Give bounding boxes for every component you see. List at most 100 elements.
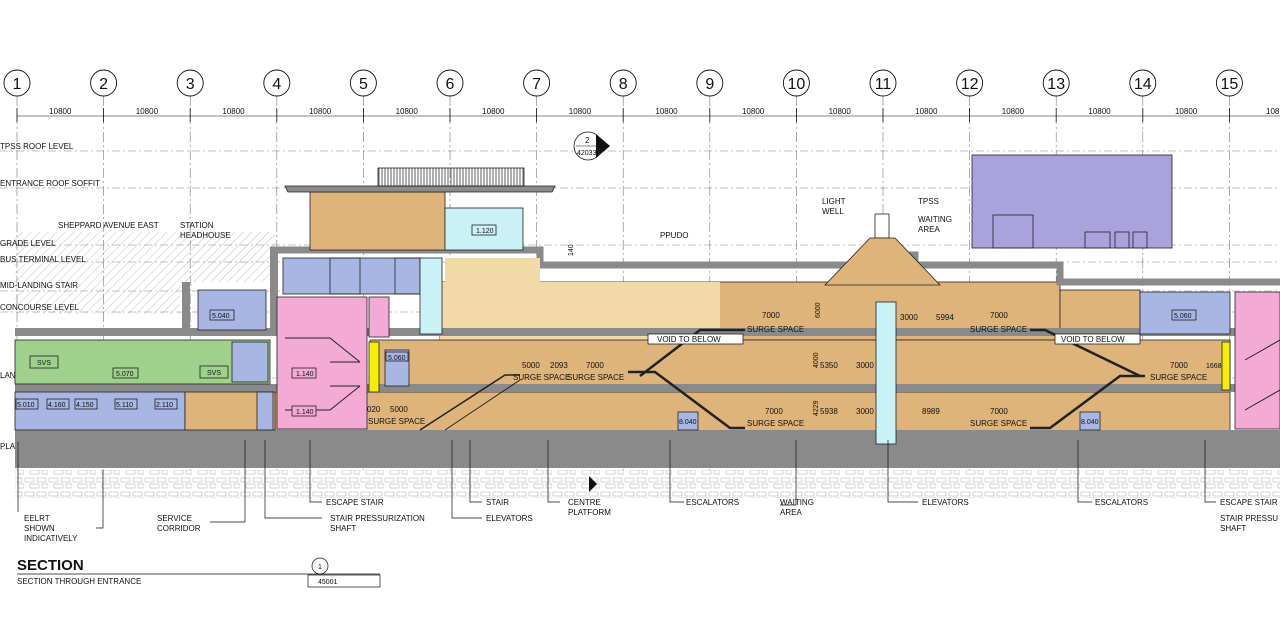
surge-landing-b: SURGE SPACE [567, 373, 624, 382]
sheppard-label: SHEPPARD AVENUE EAST [58, 221, 159, 230]
bay-dim-8: 10800 [655, 107, 678, 116]
room-4160-label: 4.160 [48, 402, 66, 409]
grid-label-11: 11 [875, 76, 892, 93]
waiting-area-1: WAITING [780, 498, 814, 507]
waiting-area-2: AREA [780, 508, 802, 517]
escalators-right-label: ESCALATORS [1095, 498, 1148, 507]
waiting-top-label-2: AREA [918, 225, 940, 234]
grid-bubble-10 [782, 69, 810, 97]
room-5070-box [112, 367, 139, 379]
svs-label-a: SVS [37, 360, 51, 367]
ground-fill [15, 470, 1280, 498]
void-left-label: VOID TO BELOW [657, 335, 721, 344]
callout-number: 2 [585, 136, 590, 145]
bay-dim-6: 10800 [482, 107, 505, 116]
surge-platform-c: SURGE SPACE [970, 419, 1027, 428]
svs-box-b [199, 365, 229, 379]
room-5040-box [209, 309, 235, 321]
room-5010-box [15, 398, 39, 410]
surge-landing-r: SURGE SPACE [1150, 373, 1207, 382]
room-1140a-label: 1.140 [296, 371, 314, 378]
dim-7000-platform-b: 7000 [990, 407, 1008, 416]
elevators-right-label: ELEVATORS [922, 498, 969, 507]
grid-bubble-1 [3, 69, 31, 97]
landing-zone [369, 339, 1231, 393]
escalator-right-upper [1030, 328, 1141, 378]
escape-stair-right: ESCAPE STAIR [1220, 498, 1278, 507]
headhouse-roof [284, 185, 556, 193]
bay-dim-13: 10800 [1088, 107, 1111, 116]
bay-dim-7: 10800 [569, 107, 592, 116]
grid-bubble-9 [696, 69, 724, 97]
bay-dim-14: 10800 [1175, 107, 1198, 116]
grid-bubble-2 [90, 69, 118, 97]
grid-bubble-7 [523, 69, 551, 97]
dim-3000-a: 3000 [900, 313, 918, 322]
service-corridor-1: SERVICE [157, 514, 192, 523]
ppudo-label: PPUDO [660, 231, 688, 240]
bay-dim-12: 10800 [1002, 107, 1025, 116]
room-8040b-label: 8.040 [1081, 419, 1099, 426]
room-5070-label: 5.070 [116, 371, 134, 378]
surge-landing-a: SURGE SPACE [513, 373, 570, 382]
room-5040-label: 5.040 [212, 313, 230, 320]
dim-3000-c: 3000 [856, 407, 874, 416]
dim-140: 140 [568, 244, 575, 256]
room-5110-label: 5.110 [116, 402, 133, 409]
grid-label-7: 7 [532, 76, 541, 93]
bus-room-div [329, 257, 361, 295]
bay-dim-4: 10800 [309, 107, 332, 116]
eelrt-label-2: SHOWN [24, 524, 55, 533]
svs-label-b: SVS [207, 370, 221, 377]
section-subtitle: SECTION THROUGH ENTRANCE [17, 577, 141, 586]
room-2110-box [154, 398, 178, 410]
light-well-label-2: WELL [822, 207, 844, 216]
eelrt-label-1: EELRT [24, 514, 50, 523]
grid-label-5: 5 [359, 76, 368, 93]
landing-slab [15, 384, 1280, 392]
bay-dim-11: 10800 [915, 107, 938, 116]
bus-tan-light [445, 258, 540, 282]
room-5060a-box [385, 351, 409, 362]
grid-label-2: 2 [99, 76, 108, 93]
light-well-funnel [824, 237, 941, 286]
grid-label-12: 12 [961, 76, 979, 93]
grid-label-3: 3 [186, 76, 195, 93]
stair-label: STAIR [486, 498, 509, 507]
bay-dim-1: 10800 [49, 107, 72, 116]
dim-concourse-7000-b: 7000 [990, 311, 1008, 320]
grid-bubble-3 [176, 69, 204, 97]
tpss-door-c [1114, 231, 1130, 249]
room-4160-box [46, 398, 70, 410]
callout-sheet: 42033 [577, 150, 597, 157]
void-right-label: VOID TO BELOW [1061, 335, 1125, 344]
waiting-top-label-1: WAITING [918, 215, 952, 224]
section-title: SECTION [17, 557, 84, 574]
stair-press-1: STAIR PRESSURIZATION [330, 514, 425, 523]
yellow-door-right [1221, 341, 1231, 391]
grid-label-15: 15 [1221, 76, 1239, 93]
centre-platform-2: PLATFORM [568, 508, 611, 517]
stair-press-2: SHAFT [330, 524, 356, 533]
grid-label-13: 13 [1047, 76, 1065, 93]
headhouse-tan [309, 191, 446, 251]
grid-bubble-4 [263, 69, 291, 97]
dimension-strings: 7000 SURGE SPACE 6000 3000 5994 7000 SUR… [367, 302, 1222, 428]
blue-room-green [231, 341, 269, 383]
svs-box-a [29, 355, 59, 369]
room-1140a-box [291, 367, 317, 379]
room-5060b-box [1171, 309, 1197, 321]
leader-labels: EELRT SHOWN INDICATIVELY SERVICE CORRIDO… [24, 498, 1278, 543]
room-4150-box [74, 398, 98, 410]
dim-5350: 5350 [820, 361, 838, 370]
bay-dim-9: 10800 [742, 107, 765, 116]
stair-line [419, 374, 520, 431]
room-5060a-label: 5.060 [388, 355, 406, 362]
bay-dim-15: 108 [1266, 107, 1280, 116]
grid-bubble-12 [956, 69, 984, 97]
bay-dim-3: 10800 [222, 107, 245, 116]
blue-platform-rooms [14, 391, 186, 431]
leader-lines [17, 440, 1216, 529]
